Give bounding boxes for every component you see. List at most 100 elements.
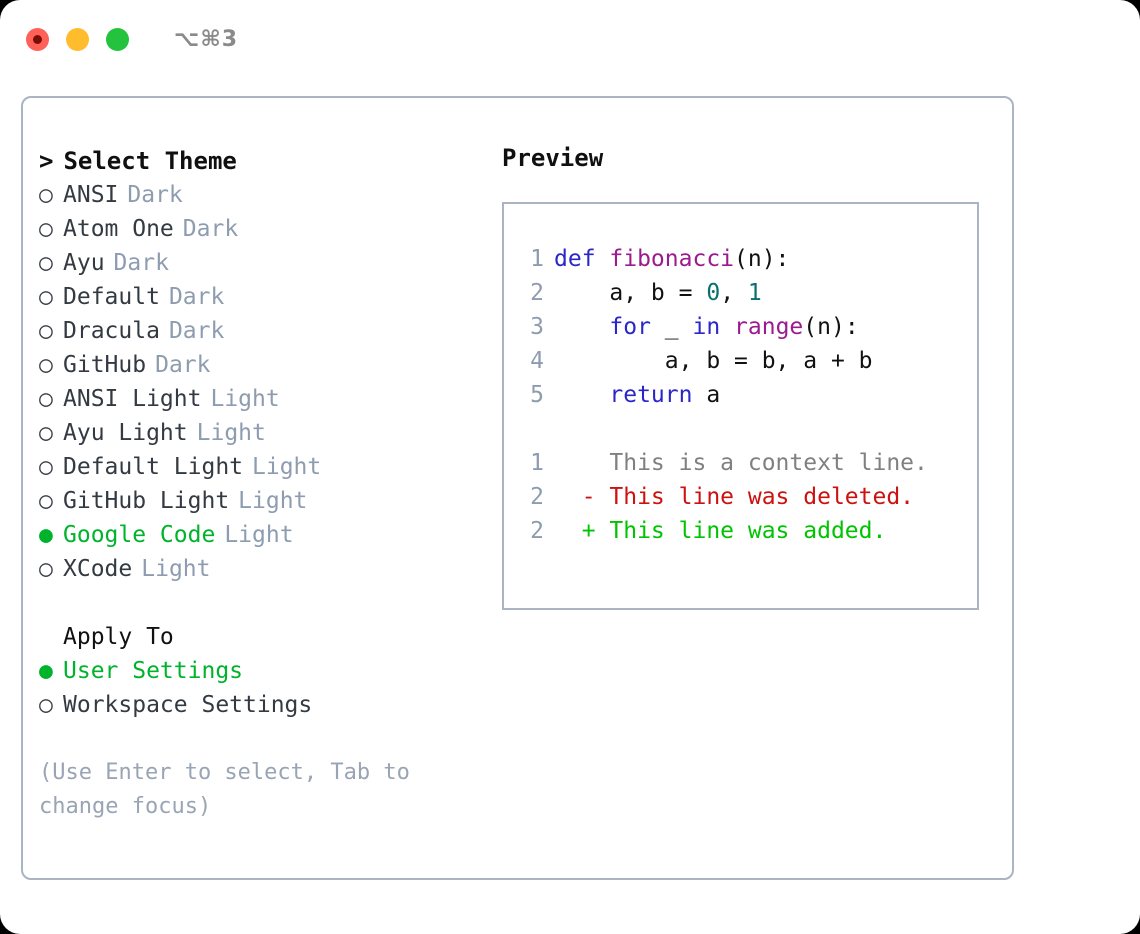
- radio-selected-icon: ●: [39, 658, 53, 684]
- theme-list-item[interactable]: ○ ANSI Light Light: [39, 382, 489, 416]
- code-token: [720, 314, 734, 340]
- code-line: 5 return a: [518, 378, 977, 412]
- theme-variant-badge: Light: [141, 556, 211, 582]
- theme-list-item[interactable]: ○ ANSI Dark: [39, 178, 489, 212]
- radio-unselected-icon: ○: [39, 182, 53, 208]
- theme-name: ANSI Light: [63, 386, 202, 412]
- theme-name: Ayu Light: [63, 420, 188, 446]
- radio-unselected-icon: ○: [39, 692, 53, 718]
- theme-variant-badge: Dark: [155, 352, 211, 378]
- code-token: _: [650, 314, 693, 340]
- theme-name: Dracula: [63, 318, 160, 344]
- code-line: 4 a, b = b, a + b: [518, 344, 977, 378]
- radio-unselected-icon: ○: [39, 488, 53, 514]
- theme-variant-badge: Light: [252, 454, 322, 480]
- diff-text: This is a context line.: [595, 450, 928, 476]
- theme-list-item[interactable]: ○ Default Light Light: [39, 450, 489, 484]
- radio-unselected-icon: ○: [39, 352, 53, 378]
- radio-unselected-icon: ○: [39, 556, 53, 582]
- apply-to-heading: Apply To: [63, 624, 174, 650]
- diff-text: This line was added.: [595, 518, 887, 544]
- diff-marker: -: [554, 484, 596, 510]
- radio-unselected-icon: ○: [39, 284, 53, 310]
- list-spacer: [39, 586, 489, 620]
- code-token: [554, 314, 609, 340]
- keyboard-shortcut-label: ⌥⌘3: [174, 26, 239, 52]
- theme-list-item[interactable]: ● Google Code Light: [39, 518, 489, 552]
- code-token: in: [692, 314, 721, 340]
- prompt-caret-icon: >: [39, 147, 54, 175]
- maximize-window-button[interactable]: [106, 27, 129, 51]
- theme-name: ANSI: [63, 182, 119, 208]
- code-token: (n):: [734, 246, 790, 272]
- apply-to-option[interactable]: ● User Settings: [39, 654, 489, 688]
- theme-name: GitHub: [63, 352, 147, 378]
- diff-line: 1 This is a context line.: [518, 446, 977, 480]
- code-token: range: [734, 314, 804, 340]
- diff-marker: +: [554, 518, 596, 544]
- code-token: for: [609, 314, 651, 340]
- code-token: def: [554, 246, 610, 272]
- apply-to-option[interactable]: ○ Workspace Settings: [39, 688, 489, 722]
- theme-variant-badge: Light: [224, 522, 294, 548]
- keyboard-hint-text: (Use Enter to select, Tab to change focu…: [39, 760, 410, 819]
- radio-unselected-icon: ○: [39, 454, 53, 480]
- radio-selected-icon: ●: [39, 522, 53, 548]
- close-window-button[interactable]: [26, 27, 49, 51]
- diff-sample: 1 This is a context line.2 - This line w…: [518, 446, 977, 548]
- theme-variant-badge: Dark: [168, 318, 225, 344]
- diff-text: This line was deleted.: [595, 484, 915, 510]
- theme-variant-badge: Dark: [168, 284, 225, 310]
- theme-variant-badge: Dark: [113, 250, 169, 276]
- code-line: 3 for _ in range(n):: [518, 310, 977, 344]
- title-bar: ⌥⌘3: [0, 0, 1140, 78]
- code-line: 1 def fibonacci(n):: [518, 242, 977, 276]
- code-token: fibonacci: [609, 246, 735, 272]
- radio-unselected-icon: ○: [39, 420, 53, 446]
- code-token: a, b =: [554, 280, 707, 306]
- apply-to-label: User Settings: [63, 658, 244, 684]
- radio-unselected-icon: ○: [39, 386, 53, 412]
- code-token: 1: [747, 280, 762, 306]
- radio-unselected-icon: ○: [39, 250, 53, 276]
- radio-unselected-icon: ○: [39, 216, 53, 242]
- theme-list-item[interactable]: ○ Ayu Dark: [39, 246, 489, 280]
- line-number: 2: [530, 484, 544, 510]
- line-number: 1: [530, 246, 544, 272]
- line-number: 1: [530, 450, 544, 476]
- code-token: (n):: [803, 314, 859, 340]
- page-title: Select Theme: [63, 147, 237, 175]
- code-token: a, b = b, a + b: [554, 348, 873, 374]
- code-token: a: [692, 382, 721, 408]
- theme-name: Default Light: [63, 454, 244, 480]
- theme-name: Ayu: [63, 250, 105, 276]
- apply-to-label: Workspace Settings: [63, 692, 313, 718]
- minimize-window-button[interactable]: [66, 27, 89, 51]
- apply-to-list: ● User Settings ○ Workspace Settings: [39, 654, 489, 722]
- code-line: 2 a, b = 0, 1: [518, 276, 977, 310]
- code-token: 0: [706, 280, 721, 306]
- theme-list-item[interactable]: ○ GitHub Dark: [39, 348, 489, 382]
- theme-name: Google Code: [63, 522, 216, 548]
- diff-line: 2 + This line was added.: [518, 514, 977, 548]
- line-number: 2: [530, 280, 544, 306]
- theme-variant-badge: Light: [210, 386, 280, 412]
- code-token: ,: [720, 280, 748, 306]
- theme-variant-badge: Dark: [127, 182, 183, 208]
- diff-line: 2 - This line was deleted.: [518, 480, 977, 514]
- traffic-light-group: [26, 27, 129, 51]
- diff-marker: [554, 450, 596, 476]
